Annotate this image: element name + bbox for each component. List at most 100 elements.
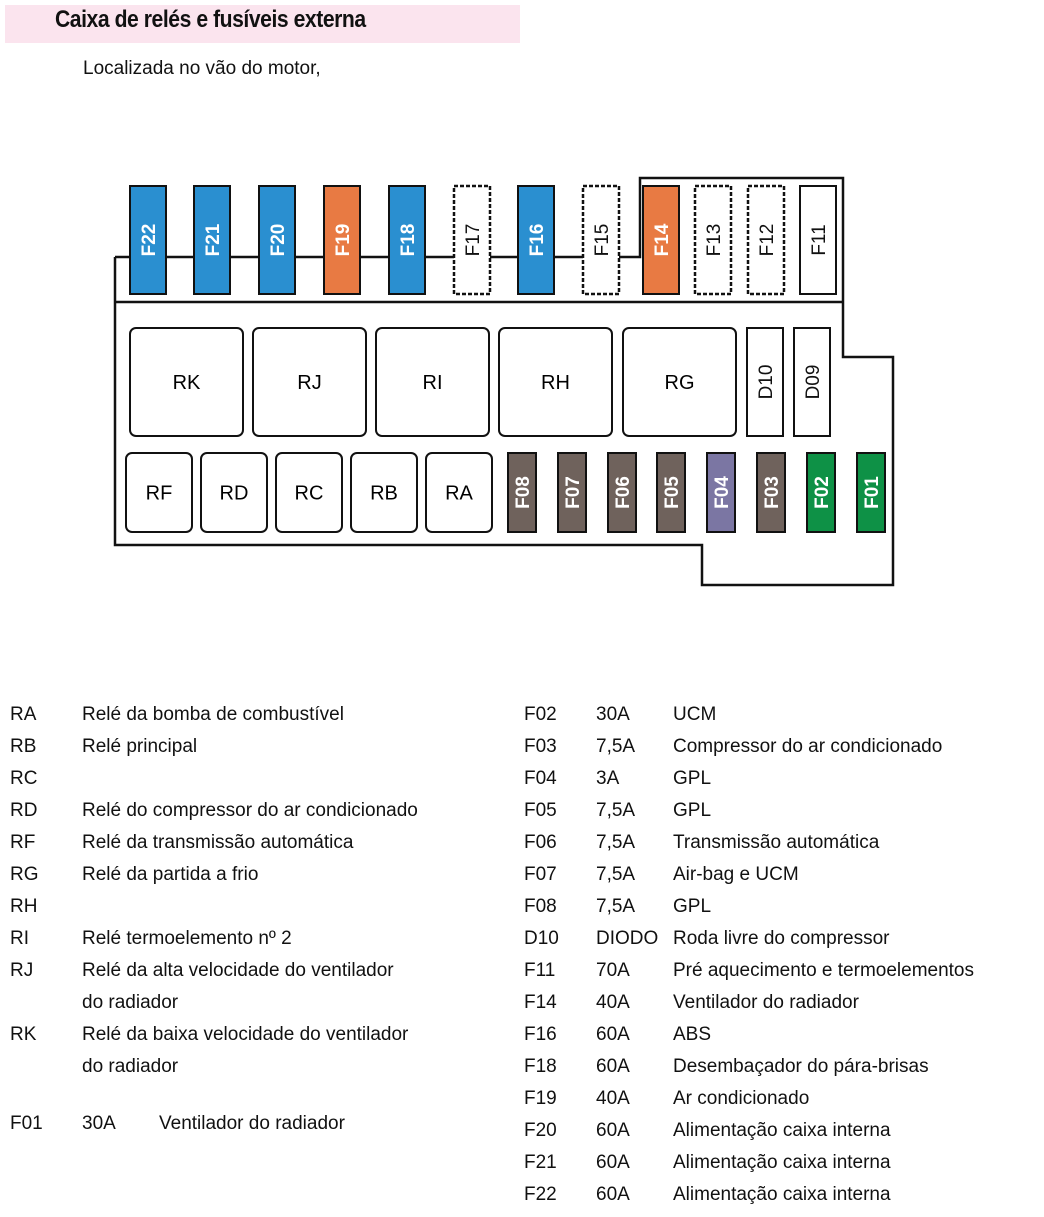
- fuse-f11-body: [799, 185, 837, 295]
- fuse-f15-label: F15: [592, 224, 613, 257]
- fuse-f01-label: F01: [862, 476, 883, 509]
- legend-desc: Relé da partida a frio: [82, 864, 259, 885]
- legend-code: RD: [10, 800, 38, 821]
- fuse-f19-label: F19: [333, 224, 354, 257]
- fuse-f05-body: [656, 452, 686, 533]
- legend-amp: 60A: [596, 1152, 630, 1173]
- legend-desc: Relé da alta velocidade do ventilador: [82, 960, 394, 981]
- relay-body: [425, 452, 493, 533]
- fuse-f03-label: F03: [762, 476, 783, 509]
- fuse-f04: F04: [706, 452, 736, 533]
- relay-label: RI: [423, 372, 443, 394]
- legend-desc: ABS: [673, 1024, 712, 1045]
- fuse-f08: F08: [507, 452, 537, 533]
- legend-desc: Compressor do ar condicionado: [673, 736, 943, 757]
- legend-code: RG: [10, 864, 39, 885]
- legend-desc: Air-bag e UCM: [673, 864, 799, 885]
- legend-amp: 60A: [596, 1120, 630, 1141]
- relay-label: RD: [220, 483, 249, 505]
- fuse-f16-label: F16: [527, 224, 548, 257]
- fuse-f08-label: F08: [513, 476, 534, 509]
- fuse-f14-label: F14: [652, 223, 673, 256]
- relay-rg: RG: [622, 327, 737, 437]
- legend-code: F05: [524, 800, 557, 821]
- legend-code: RI: [10, 928, 29, 949]
- relay-label: RG: [665, 372, 695, 394]
- legend-amp: 40A: [596, 1088, 630, 1109]
- relay-body: [375, 327, 490, 437]
- legend-desc: UCM: [673, 704, 717, 725]
- legend-code: F14: [524, 992, 557, 1013]
- fuse-f11-label: F11: [809, 224, 830, 255]
- fuse-f20: F20: [258, 185, 296, 295]
- fuse-f03: F03: [756, 452, 786, 533]
- fuse-f17-label: F17: [463, 224, 484, 257]
- legend-amp: 7,5A: [596, 832, 636, 853]
- fuse-f08-body: [507, 452, 537, 533]
- legend-code: F03: [524, 736, 557, 757]
- fuse-f19-body: [323, 185, 361, 295]
- legend-desc: GPL: [673, 800, 712, 821]
- fuse-f02-label: F02: [812, 476, 833, 509]
- fuse-f21-label: F21: [203, 223, 224, 256]
- legend-amp: 30A: [596, 704, 630, 725]
- diode-d10: D10: [746, 327, 784, 437]
- legend-desc: Relé principal: [82, 736, 198, 757]
- relay-body: [129, 327, 244, 437]
- fuse-f22: F22: [129, 185, 167, 295]
- diode-d09-label: D09: [803, 365, 824, 400]
- legend-code: F01: [10, 1113, 43, 1134]
- relay-rf: RF: [125, 452, 193, 533]
- fuse-f02-body: [806, 452, 836, 533]
- relay-label: RB: [370, 483, 398, 505]
- fuse-f06-body: [607, 452, 637, 533]
- legend-code: RF: [10, 832, 36, 853]
- fuse-f18-label: F18: [398, 224, 419, 257]
- fuse-f02: F02: [806, 452, 836, 533]
- fuse-f05: F05: [656, 452, 686, 533]
- relay-body: [498, 327, 613, 437]
- title-bar: [5, 5, 520, 43]
- legend-desc: Roda livre do compressor: [673, 928, 890, 949]
- legend-desc: Relé da baixa velocidade do ventilador: [82, 1024, 409, 1045]
- legend-amp: DIODO: [596, 928, 659, 949]
- fuse-f03-body: [756, 452, 786, 533]
- fuse-f06: F06: [607, 452, 637, 533]
- legend-desc: Pré aquecimento e termoelementos: [673, 960, 974, 981]
- legend-code: F21: [524, 1152, 557, 1173]
- legend-code: F22: [524, 1184, 557, 1205]
- legend-code: F18: [524, 1056, 557, 1077]
- relay-body: [200, 452, 268, 533]
- legend-amp: 60A: [596, 1024, 630, 1045]
- relay-label: RF: [146, 483, 173, 505]
- legend-amp: 7,5A: [596, 864, 636, 885]
- fuse-f22-body: [129, 185, 167, 295]
- relay-body: [125, 452, 193, 533]
- relay-label: RK: [173, 372, 201, 394]
- legend-code: D10: [524, 928, 559, 949]
- legend-code: F08: [524, 896, 557, 917]
- legend-desc: Ar condicionado: [673, 1088, 810, 1109]
- fuse-f15: F15: [581, 184, 621, 296]
- legend-desc: Relé do compressor do ar condicionado: [82, 800, 418, 821]
- legend-desc: Relé da transmissão automática: [82, 832, 354, 853]
- diode-d10-label: D10: [756, 365, 777, 400]
- fuse-f17: F17: [452, 184, 492, 296]
- fuse-f13-body: [693, 184, 733, 296]
- legend-code: RC: [10, 768, 38, 789]
- legend-amp: 70A: [596, 960, 630, 981]
- fuse-f01-body: [856, 452, 886, 533]
- fuse-f11: F11: [799, 185, 837, 295]
- legend-desc: Ventilador do radiador: [673, 992, 859, 1013]
- fuse-f13: F13: [693, 184, 733, 296]
- relay-label: RH: [541, 372, 570, 394]
- legend-code: F16: [524, 1024, 557, 1045]
- legend-code: F19: [524, 1088, 557, 1109]
- fuse-f20-label: F20: [268, 224, 289, 257]
- legend-amp: 7,5A: [596, 736, 636, 757]
- legend-desc: Desembaçador do pára-brisas: [673, 1056, 929, 1077]
- relay-rj: RJ: [252, 327, 367, 437]
- fuse-f01: F01: [856, 452, 886, 533]
- page-title: Caixa de relés e fusíveis externa: [55, 6, 366, 33]
- legend-desc: GPL: [673, 896, 712, 917]
